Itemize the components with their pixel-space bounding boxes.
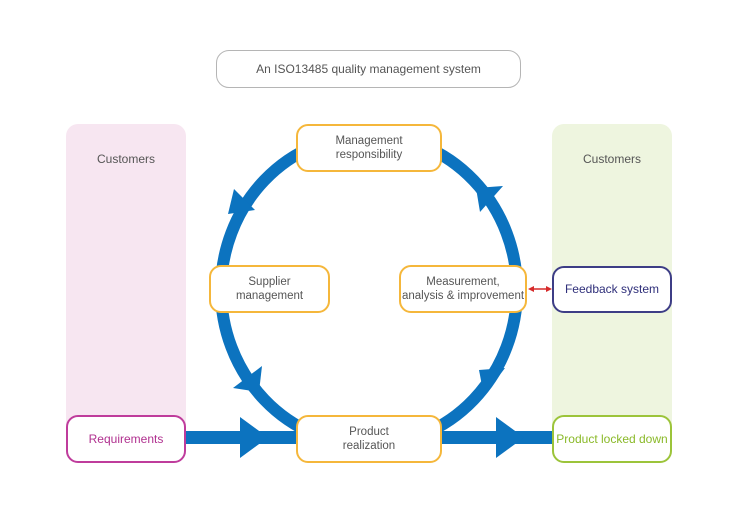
diagram-title: An ISO13485 quality management system: [216, 50, 521, 88]
feedback-system-box: Feedback system: [552, 266, 672, 313]
feedback-link-arrowhead-right: [546, 286, 552, 292]
cycle-arrowhead-lower-left: [233, 366, 262, 392]
management-responsibility-box: Management responsibility: [296, 124, 442, 172]
customers-label-right: Customers: [582, 152, 641, 166]
measurement-analysis-box: Measurement, analysis & improvement: [399, 265, 527, 313]
product-locked-down-box: Product locked down: [552, 415, 672, 463]
requirements-box: Requirements: [66, 415, 186, 463]
feedback-link-arrowhead-left: [528, 286, 534, 292]
supplier-management-box: Supplier management: [209, 265, 330, 313]
input-flow-arrowhead: [240, 417, 268, 458]
output-flow-arrowhead: [496, 417, 524, 458]
customers-label-left: Customers: [96, 152, 155, 166]
cycle-arrowhead-upper-left: [228, 189, 255, 214]
cycle-arrowhead-lower-right: [479, 368, 505, 396]
product-realization-box: Product realization: [296, 415, 442, 463]
customers-column-left: [66, 124, 186, 460]
cycle-arrowhead-upper-right: [476, 186, 503, 212]
